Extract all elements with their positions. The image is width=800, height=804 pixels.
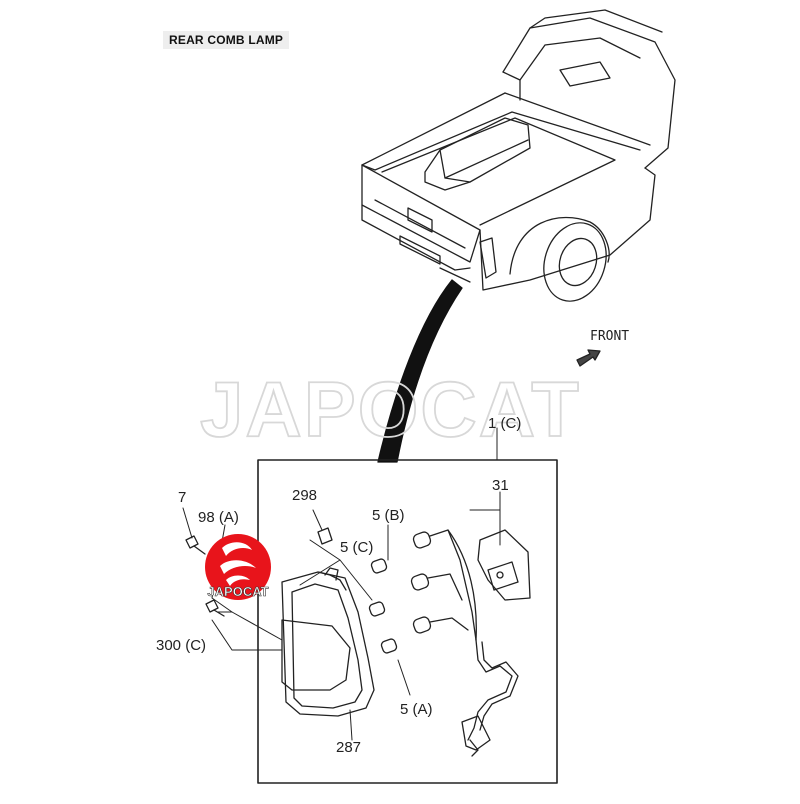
label-98a: 98 (A) — [198, 509, 239, 526]
label-5b: 5 (B) — [372, 507, 405, 524]
bulb-5a — [380, 638, 398, 654]
leader-lines — [182, 427, 501, 741]
clip-298 — [317, 527, 333, 545]
pickup-truck-illustration — [361, 9, 676, 302]
wiring-harness — [410, 529, 531, 757]
bulb-5b — [370, 558, 388, 574]
label-300c: 300 (C) — [156, 637, 206, 654]
label-287: 287 — [336, 739, 361, 756]
front-label: FRONT — [590, 329, 629, 344]
front-direction-arrow — [576, 349, 601, 367]
badge-label: JAPOCAT — [207, 584, 268, 599]
bolt-7 — [185, 535, 206, 555]
japocat-badge: JAPOCAT — [205, 534, 271, 600]
label-1c: 1 (C) — [488, 415, 521, 432]
lamp-housing — [281, 567, 375, 717]
label-298: 298 — [292, 487, 317, 504]
bulb-5c — [368, 601, 386, 617]
bolt-300c — [205, 599, 225, 617]
label-31: 31 — [492, 477, 509, 494]
pointer-arc — [377, 279, 463, 463]
label-5a: 5 (A) — [400, 701, 433, 718]
label-7: 7 — [178, 489, 186, 506]
label-5c: 5 (C) — [340, 539, 373, 556]
diagram-title: REAR COMB LAMP — [163, 31, 290, 49]
watermark: JAPOCAT — [200, 365, 581, 453]
detail-frame — [257, 459, 558, 784]
